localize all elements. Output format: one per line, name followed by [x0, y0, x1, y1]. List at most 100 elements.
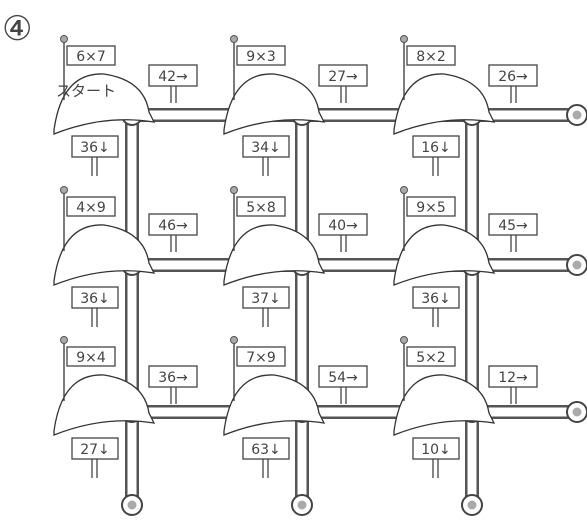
down-sign: 36↓ — [71, 286, 119, 327]
sign-text: 37↓ — [251, 291, 281, 307]
flag-pole-cap — [230, 186, 238, 194]
flag-pole-cap — [400, 35, 408, 43]
sign-text: 36↓ — [421, 291, 451, 307]
flag-text: 9×5 — [416, 200, 446, 216]
down-sign: 16↓ — [412, 135, 460, 176]
flag-pole-cap — [400, 336, 408, 344]
flag-pole-cap — [230, 35, 238, 43]
sign-text: 42→ — [158, 69, 188, 85]
mound-shape — [53, 224, 156, 286]
start-marker: スタート — [56, 82, 116, 100]
node-0-3-dot — [572, 110, 582, 120]
node-1-3-dot — [572, 260, 582, 270]
flag: 9×3 — [223, 35, 326, 135]
flag: 4×9 — [53, 186, 156, 286]
flag-banner — [406, 196, 456, 217]
sign-board — [71, 437, 119, 460]
sign-text: 36↓ — [80, 291, 110, 307]
sign-text: 54→ — [328, 370, 358, 386]
intersection-nodes — [121, 104, 587, 516]
road-grid — [125, 108, 577, 505]
flag-banner — [66, 196, 116, 217]
sign-board — [242, 286, 290, 309]
sign-text: 34↓ — [251, 140, 281, 156]
flag-banner — [66, 45, 116, 66]
right-sign-group: 42→ 27→ 26→ 46→ 40→ 45→ 36→ 54→ 12→ — [148, 64, 538, 404]
node-2-3-dot — [572, 407, 582, 417]
mound-shape — [393, 73, 496, 135]
sign-board — [412, 135, 460, 158]
flag-pole-cap — [60, 35, 68, 43]
down-sign: 36↓ — [412, 286, 460, 327]
end-node-1-dot — [297, 500, 307, 510]
flag-banner — [406, 45, 456, 66]
sign-board — [242, 135, 290, 158]
right-sign: 36→ — [148, 365, 198, 404]
flag: 5×2 — [393, 336, 496, 436]
flag-text: 5×8 — [246, 200, 276, 216]
mound-shape — [53, 374, 156, 436]
flag-banner — [66, 346, 116, 367]
down-sign: 36↓ — [71, 135, 119, 176]
flag-text: 5×2 — [416, 350, 446, 366]
sign-board — [71, 135, 119, 158]
sign-board — [488, 213, 538, 236]
mound-shape — [393, 224, 496, 286]
sign-text: 63↓ — [251, 442, 281, 458]
flag-pole-cap — [400, 186, 408, 194]
mound-shape — [223, 73, 326, 135]
sign-text: 40→ — [328, 218, 358, 234]
mound-shape — [53, 73, 156, 135]
end-node-2-dot — [467, 500, 477, 510]
sign-text: 16↓ — [421, 140, 451, 156]
flag-banner — [236, 346, 286, 367]
mound-shape — [223, 374, 326, 436]
sign-board — [148, 365, 198, 388]
flag-text: 6×7 — [76, 49, 106, 65]
sign-text: 36→ — [158, 370, 188, 386]
sign-text: 27→ — [328, 69, 358, 85]
sign-board — [318, 64, 368, 87]
sign-text: 45→ — [498, 218, 528, 234]
flag-banner — [236, 45, 286, 66]
sign-board — [412, 286, 460, 309]
right-sign: 45→ — [488, 213, 538, 252]
flag: 6×7 — [53, 35, 156, 135]
end-node-0-dot — [127, 500, 137, 510]
flag-pole-cap — [60, 186, 68, 194]
sign-board — [318, 213, 368, 236]
flag-banner — [236, 196, 286, 217]
flag: 8×2 — [393, 35, 496, 135]
flag: 9×4 — [53, 336, 156, 436]
flag: 7×9 — [223, 336, 326, 436]
puzzle-number: ④ — [2, 9, 32, 49]
right-sign: 26→ — [488, 64, 538, 103]
right-sign: 27→ — [318, 64, 368, 103]
sign-text: 36↓ — [80, 140, 110, 156]
right-sign: 12→ — [488, 365, 538, 404]
down-sign: 27↓ — [71, 437, 119, 478]
flag: 5×8 — [223, 186, 326, 286]
right-sign: 40→ — [318, 213, 368, 252]
down-sign: 10↓ — [412, 437, 460, 478]
mound-shape — [223, 224, 326, 286]
flag-group: 6×7 9×3 8×2 4×9 5×8 9×5 9×4 7×9 5×2 — [53, 35, 496, 436]
sign-text: 10↓ — [421, 442, 451, 458]
down-sign-group: 36↓ 34↓ 16↓ 36↓ 37↓ 36↓ 27↓ 63↓ 10↓ — [71, 135, 460, 478]
flag: 9×5 — [393, 186, 496, 286]
right-sign: 42→ — [148, 64, 198, 103]
down-sign: 63↓ — [242, 437, 290, 478]
mound-shape — [393, 374, 496, 436]
flag-banner — [406, 346, 456, 367]
sign-text: 46→ — [158, 218, 188, 234]
flag-text: 4×9 — [76, 200, 106, 216]
flag-pole-cap — [230, 336, 238, 344]
sign-board — [148, 64, 198, 87]
down-sign: 37↓ — [242, 286, 290, 327]
sign-board — [488, 365, 538, 388]
start-label: スタート — [56, 82, 116, 100]
sign-board — [488, 64, 538, 87]
sign-board — [412, 437, 460, 460]
flag-pole-cap — [60, 336, 68, 344]
